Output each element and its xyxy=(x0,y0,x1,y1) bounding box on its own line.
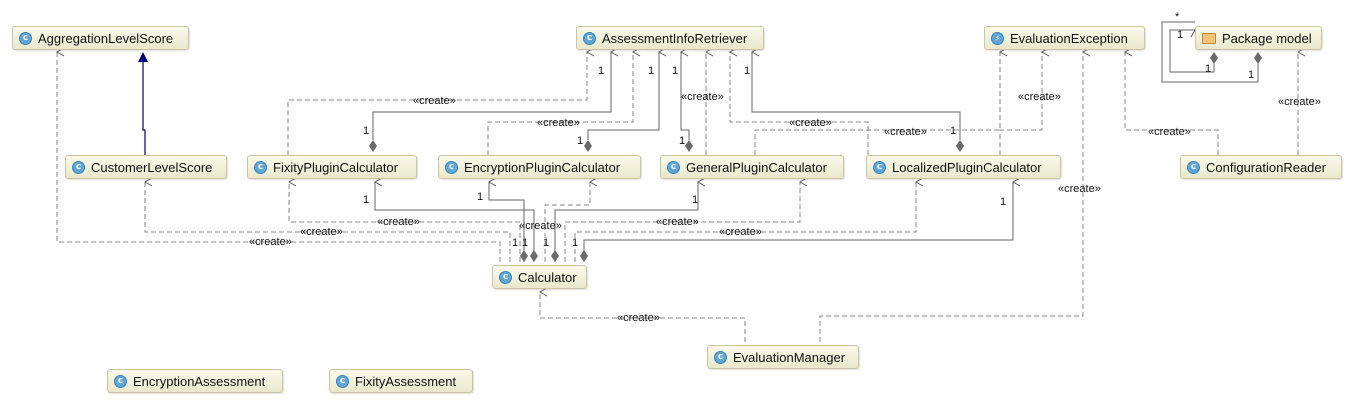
node-label: AggregationLevelScore xyxy=(38,30,174,46)
mult-many: * xyxy=(1175,11,1180,23)
mult-1: 1 xyxy=(577,135,583,147)
multiplicity-labels: 1 1 1 1 1 1 1 1 1 1 1 1 1 1 1 1 1 1 1 * xyxy=(363,11,1254,249)
node-package-model[interactable]: Package model xyxy=(1195,26,1322,50)
create-label: «create» xyxy=(681,91,724,103)
node-customer-level-score[interactable]: c CustomerLevelScore xyxy=(65,155,227,179)
node-label: Package model xyxy=(1222,30,1312,46)
node-label: LocalizedPluginCalculator xyxy=(892,159,1042,175)
node-calculator[interactable]: c Calculator xyxy=(492,265,587,289)
class-icon: c xyxy=(254,160,267,174)
mult-1: 1 xyxy=(512,237,518,249)
create-label: «create» xyxy=(789,117,832,129)
class-icon: c xyxy=(714,350,727,364)
class-icon: c xyxy=(873,160,886,174)
create-labels: «create» «create» «create» «create» «cre… xyxy=(249,91,1321,324)
inheritance-edge xyxy=(138,52,148,155)
class-icon: c xyxy=(667,160,680,174)
node-evaluation-manager[interactable]: c EvaluationManager xyxy=(707,345,859,369)
node-encryption-assessment[interactable]: c EncryptionAssessment xyxy=(107,369,283,393)
node-label: CustomerLevelScore xyxy=(91,159,213,175)
class-icon: c xyxy=(336,374,349,388)
create-label: «create» xyxy=(617,312,660,324)
create-label: «create» xyxy=(1058,183,1101,195)
class-icon: c xyxy=(499,270,512,284)
mult-1: 1 xyxy=(477,191,483,203)
node-label: EncryptionPluginCalculator xyxy=(464,159,621,175)
mult-1: 1 xyxy=(543,237,549,249)
mult-1: 1 xyxy=(679,135,685,147)
package-icon xyxy=(1202,32,1216,44)
create-label: «create» xyxy=(249,236,292,248)
composition-diamonds xyxy=(369,52,1262,262)
node-fixity-plugin-calculator[interactable]: c FixityPluginCalculator xyxy=(247,155,417,179)
create-label: «create» xyxy=(1148,126,1191,138)
create-label: «create» xyxy=(377,216,420,228)
node-label: AssessmentInfoRetriever xyxy=(602,30,748,46)
create-label: «create» xyxy=(1278,96,1321,108)
create-dependencies xyxy=(55,47,1306,342)
mult-1: 1 xyxy=(522,237,528,249)
node-encryption-plugin-calculator[interactable]: c EncryptionPluginCalculator xyxy=(438,155,641,179)
mult-1: 1 xyxy=(598,65,604,77)
class-icon: c xyxy=(72,160,85,174)
create-label: «create» xyxy=(413,95,456,107)
mult-1: 1 xyxy=(1000,196,1006,208)
node-label: ConfigurationReader xyxy=(1206,159,1326,175)
mult-1: 1 xyxy=(572,237,578,249)
mult-1: 1 xyxy=(1205,63,1211,75)
node-label: FixityAssessment xyxy=(355,373,457,389)
mult-1: 1 xyxy=(672,65,678,77)
node-label: FixityPluginCalculator xyxy=(273,159,398,175)
create-label: «create» xyxy=(656,216,699,228)
class-icon: c xyxy=(583,31,596,45)
node-label: GeneralPluginCalculator xyxy=(686,159,827,175)
mult-1: 1 xyxy=(950,125,956,137)
mult-1: 1 xyxy=(363,194,369,206)
create-label: «create» xyxy=(537,117,580,129)
mult-1: 1 xyxy=(363,125,369,137)
mult-1: 1 xyxy=(1177,29,1183,41)
mult-1: 1 xyxy=(1248,69,1254,81)
node-general-plugin-calculator[interactable]: c GeneralPluginCalculator xyxy=(660,155,844,179)
exception-icon: ⚡ xyxy=(991,31,1004,45)
node-label: Calculator xyxy=(518,269,577,285)
node-localized-plugin-calculator[interactable]: c LocalizedPluginCalculator xyxy=(866,155,1061,179)
compositions xyxy=(372,21,1259,262)
node-evaluation-exception[interactable]: ⚡ EvaluationException xyxy=(984,26,1145,50)
node-configuration-reader[interactable]: c ConfigurationReader xyxy=(1180,155,1342,179)
node-assessment-info-retriever[interactable]: c AssessmentInfoRetriever xyxy=(576,26,764,50)
create-label: «create» xyxy=(719,226,762,238)
mult-1: 1 xyxy=(692,194,698,206)
mult-1: 1 xyxy=(744,65,750,77)
create-label: «create» xyxy=(300,226,343,238)
create-label: «create» xyxy=(884,126,927,138)
mult-1: 1 xyxy=(648,65,654,77)
node-label: EvaluationManager xyxy=(733,349,846,365)
class-icon: c xyxy=(114,374,127,388)
create-label: «create» xyxy=(519,220,562,232)
create-label: «create» xyxy=(1018,91,1061,103)
node-label: EncryptionAssessment xyxy=(133,373,266,389)
class-icon: c xyxy=(1187,160,1200,174)
class-icon: c xyxy=(445,160,458,174)
node-fixity-assessment[interactable]: c FixityAssessment xyxy=(329,369,473,393)
node-label: EvaluationException xyxy=(1010,30,1128,46)
node-aggregation-level-score[interactable]: c AggregationLevelScore xyxy=(12,26,189,50)
class-icon: c xyxy=(19,31,32,45)
